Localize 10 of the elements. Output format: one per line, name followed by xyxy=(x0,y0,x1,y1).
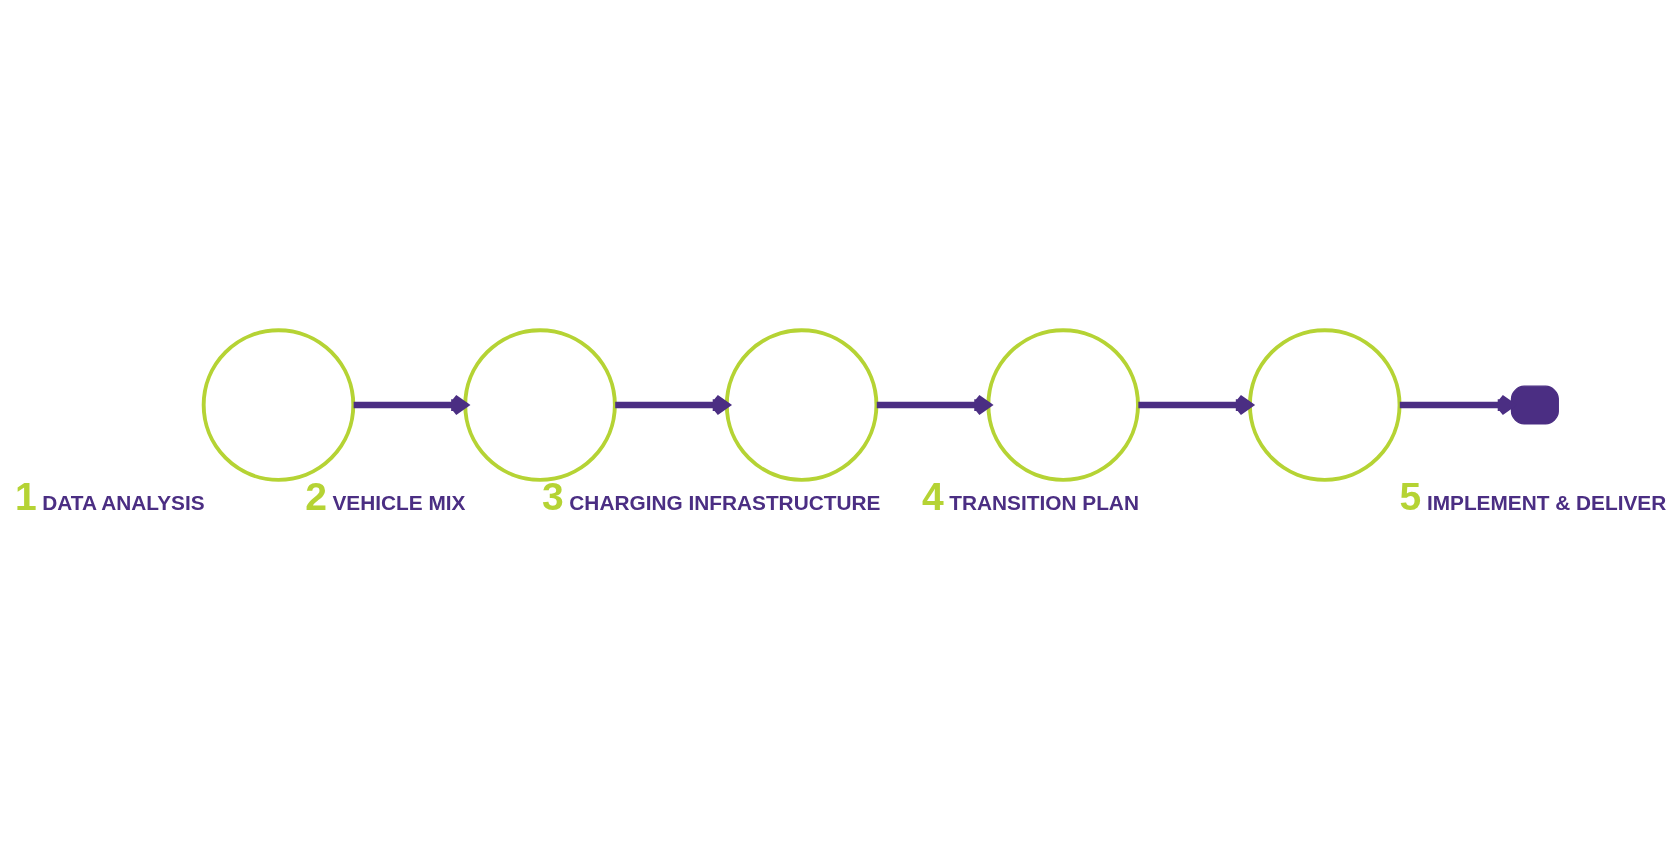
node-label: TRANSITION PLAN xyxy=(949,490,1139,514)
node-label: 2 xyxy=(305,474,327,518)
node-label: 1 xyxy=(14,474,37,518)
node-label: VEHICLE MIX xyxy=(332,490,466,514)
node-label: IMPLEMENT & DELIVER xyxy=(1426,490,1667,514)
node-label: DATA ANALYSIS xyxy=(42,490,205,514)
node-label: 5 xyxy=(1399,474,1422,518)
node-label: 3 xyxy=(542,474,564,518)
node-label: CHARGING INFRASTRUCTURE xyxy=(569,490,881,514)
node-label: 4 xyxy=(921,474,944,518)
